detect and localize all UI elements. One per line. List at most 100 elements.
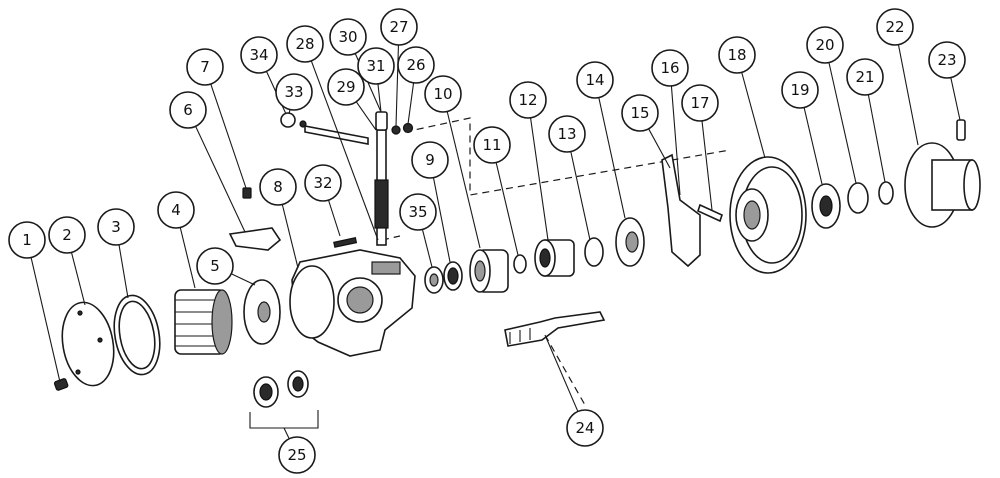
callout-circle-21 (846, 58, 884, 96)
callout-circle-13 (548, 115, 586, 153)
callout-circle-19 (781, 71, 819, 109)
callout-17: 17 (681, 84, 719, 122)
leader-line-31 (377, 83, 382, 113)
callout-12: 12 (509, 81, 547, 119)
part-26-nut (391, 122, 414, 135)
leader-line-18 (741, 72, 766, 159)
callout-number-30: 30 (338, 28, 357, 46)
callout-2: 2 (48, 216, 86, 254)
callout-19: 19 (781, 71, 819, 109)
callout-number-26: 26 (406, 56, 425, 74)
leader-line-23 (950, 77, 961, 121)
callout-number-29: 29 (336, 78, 355, 96)
part-12-bearing (534, 239, 575, 277)
part-32-pin (333, 237, 358, 248)
callout-1: 1 (8, 221, 46, 259)
leader-line-17 (701, 120, 713, 211)
callout-circle-2 (48, 216, 86, 254)
callout-circle-5 (196, 247, 234, 285)
leader-line-35 (421, 229, 433, 268)
leader-line-14 (598, 97, 626, 219)
callout-29: 29 (327, 68, 365, 106)
part-15-clamp (661, 153, 701, 268)
callout-number-10: 10 (433, 85, 452, 103)
part-17-bolt (697, 203, 723, 223)
callout-number-16: 16 (660, 59, 679, 77)
callout-number-19: 19 (790, 81, 809, 99)
callout-number-24: 24 (575, 419, 594, 437)
callout-circle-18 (718, 36, 756, 74)
callout-14: 14 (576, 61, 614, 99)
callout-25: 25 (278, 436, 316, 474)
callout-15: 15 (621, 94, 659, 132)
callout-number-6: 6 (183, 101, 193, 119)
leader-line-22 (897, 44, 919, 146)
callout-22: 22 (876, 8, 914, 46)
part-3-gasket (113, 294, 161, 376)
callout-number-33: 33 (284, 83, 303, 101)
part-24-shaft (504, 311, 606, 347)
callout-20: 20 (806, 26, 844, 64)
callout-circle-7 (186, 48, 224, 86)
callout-circle-17 (681, 84, 719, 122)
part-5-wear-plate (243, 279, 281, 345)
callout-circle-26 (397, 46, 435, 84)
leader-line-13 (570, 151, 591, 241)
part-8-pump-housing (289, 249, 416, 357)
callout-11: 11 (473, 126, 511, 164)
callout-number-35: 35 (408, 203, 427, 221)
callout-circle-9 (411, 141, 449, 179)
callout-number-20: 20 (815, 36, 834, 54)
leader-line-7 (210, 83, 247, 189)
callout-number-12: 12 (518, 91, 537, 109)
callout-circle-28 (286, 25, 324, 63)
leader-line-27 (395, 44, 400, 127)
callout-3: 3 (97, 208, 135, 246)
callout-number-22: 22 (885, 18, 904, 36)
part-18-pulley (729, 156, 807, 274)
callout-number-27: 27 (389, 18, 408, 36)
part-29-spring-rod (374, 111, 389, 246)
callout-6: 6 (169, 91, 207, 129)
callout-circle-32 (304, 164, 342, 202)
callout-circle-1 (8, 221, 46, 259)
callout-leader-lines (30, 44, 961, 440)
callout-number-7: 7 (200, 58, 210, 76)
callout-circle-11 (473, 126, 511, 164)
leader-line-5 (231, 273, 256, 286)
part-34-lever (280, 112, 369, 145)
callout-circle-20 (806, 26, 844, 64)
leader-line-19 (803, 107, 823, 185)
callout-number-11: 11 (482, 136, 501, 154)
leader-line-28 (310, 60, 379, 241)
callout-circle-3 (97, 208, 135, 246)
callout-circle-10 (424, 75, 462, 113)
callout-circle-6 (169, 91, 207, 129)
callout-26: 26 (397, 46, 435, 84)
part-13-circlip (584, 237, 604, 267)
callout-circle-34 (240, 36, 278, 74)
callout-circle-33 (275, 73, 313, 111)
callout-number-34: 34 (249, 46, 268, 64)
callout-31: 31 (357, 47, 395, 85)
callout-circle-14 (576, 61, 614, 99)
leader-line-3 (118, 244, 129, 299)
part-22-end-cap (904, 142, 981, 228)
part-35-washer (424, 266, 444, 294)
part-25-seal-kit (249, 370, 319, 429)
callout-circle-8 (259, 168, 297, 206)
callout-circle-27 (380, 8, 418, 46)
leader-line-10 (446, 111, 481, 249)
part-4-impeller (174, 289, 233, 355)
callout-32: 32 (304, 164, 342, 202)
callout-28: 28 (286, 25, 324, 63)
callout-number-25: 25 (287, 446, 306, 464)
leader-line-6 (195, 126, 246, 233)
callout-33: 33 (275, 73, 313, 111)
callout-number-17: 17 (690, 94, 709, 112)
callout-number-3: 3 (111, 218, 121, 236)
leader-line-15 (648, 128, 671, 169)
part-9-seal (443, 261, 463, 291)
